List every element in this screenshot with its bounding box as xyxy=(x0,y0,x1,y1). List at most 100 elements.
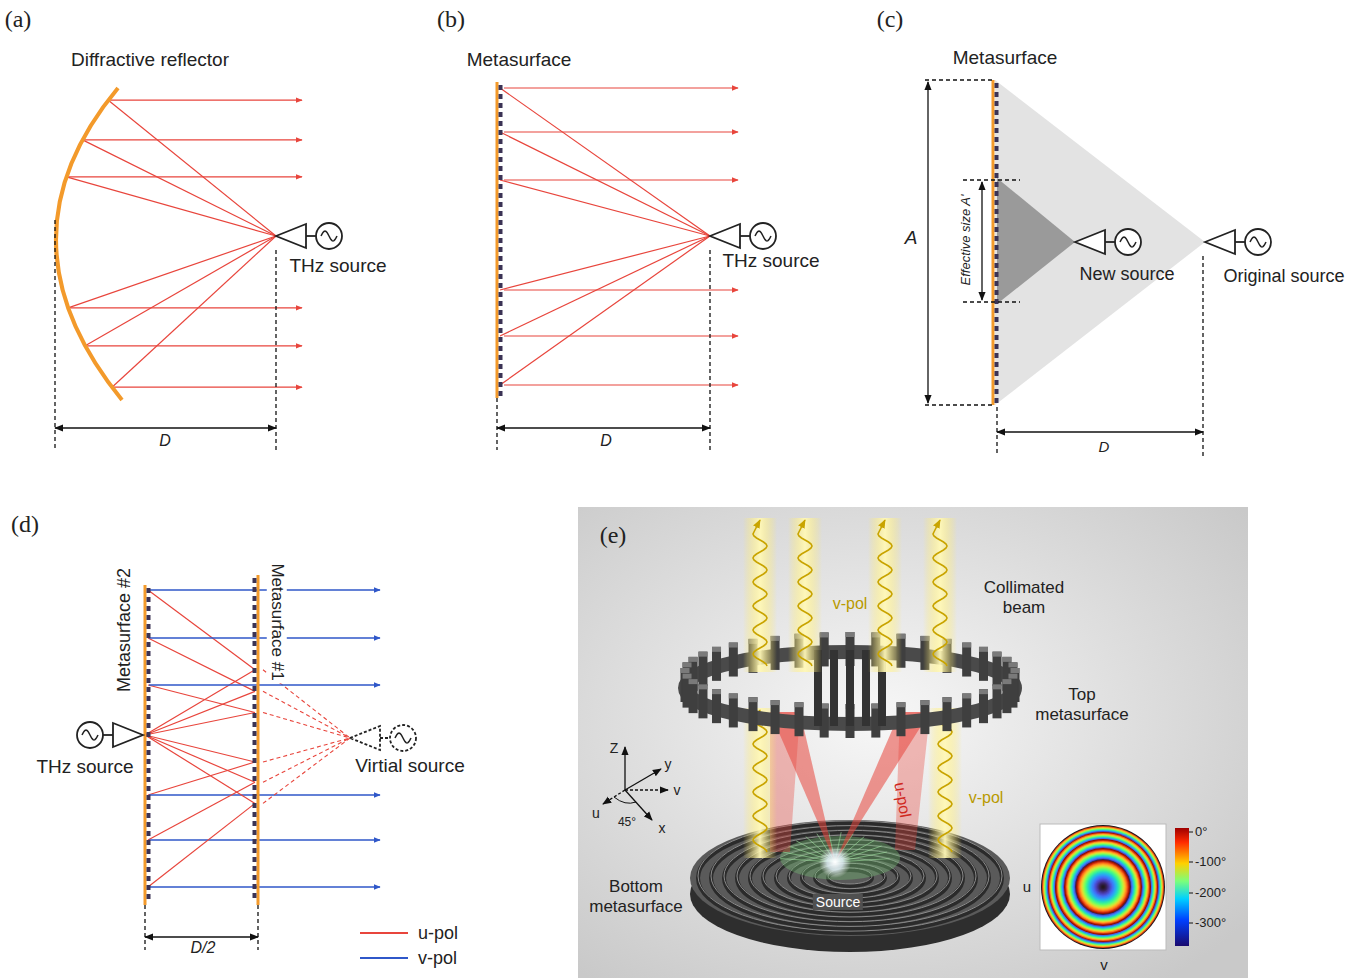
extension-line xyxy=(496,398,497,450)
panel-letter: (c) xyxy=(877,6,904,34)
ring-slat xyxy=(795,702,804,736)
light-beam xyxy=(788,518,822,672)
phase-ring xyxy=(1094,878,1112,896)
ray-line xyxy=(263,691,350,738)
meta-atom xyxy=(147,822,151,827)
meta-atom xyxy=(995,344,999,349)
ring-slat xyxy=(712,689,721,694)
beam-label: Collimated beam xyxy=(974,578,1074,617)
meta-atom xyxy=(499,364,503,369)
ray-line xyxy=(145,670,255,735)
coverage-cone xyxy=(997,178,1075,304)
axis-line xyxy=(624,747,625,790)
phase-ring xyxy=(1089,873,1117,901)
ring-slat xyxy=(962,693,971,727)
wave-curve xyxy=(753,710,767,852)
dimension-label: Effective size A' xyxy=(959,195,974,286)
meta-atom xyxy=(253,623,257,628)
meta-atom xyxy=(499,301,503,306)
ring-slat xyxy=(749,697,758,702)
meta-atom xyxy=(995,236,999,241)
meta-atom xyxy=(499,373,503,378)
source-symbol xyxy=(77,722,103,748)
meta-atom xyxy=(253,677,257,682)
dimension-label: A xyxy=(905,227,918,249)
ring-slat xyxy=(896,702,905,707)
ring-slat xyxy=(712,689,721,723)
light-beam xyxy=(923,518,957,672)
meta-atom xyxy=(995,200,999,205)
meta-atom xyxy=(253,794,257,799)
meta-atom xyxy=(995,182,999,187)
meta-atom xyxy=(253,875,257,880)
meta-atom xyxy=(499,139,503,144)
meta-atom xyxy=(499,256,503,261)
meta-atom xyxy=(499,265,503,270)
phase-ring xyxy=(1086,870,1120,904)
meta-atom xyxy=(499,328,503,333)
ring-slat xyxy=(920,700,929,705)
ray-line xyxy=(149,637,380,638)
phase-ring xyxy=(1067,851,1139,923)
sine-symbol xyxy=(321,231,337,241)
colorbar-label: 0° xyxy=(1195,825,1207,840)
dimension-arrow xyxy=(55,427,276,428)
extension-line xyxy=(709,250,710,450)
meta-atom xyxy=(253,893,257,898)
meta-atom xyxy=(147,858,151,863)
meta-atom xyxy=(995,173,999,178)
phase-ring xyxy=(1063,847,1143,927)
phase-ring xyxy=(1091,875,1115,899)
horn-antenna xyxy=(1205,230,1235,254)
meta-atom xyxy=(147,894,151,899)
phase-ring xyxy=(1080,864,1126,910)
ray-line xyxy=(500,236,710,385)
meta-atom xyxy=(499,229,503,234)
meta-atom xyxy=(253,587,257,592)
phase-ring xyxy=(1042,826,1164,948)
meta-atom xyxy=(253,686,257,691)
phase-ring xyxy=(1079,863,1127,911)
ray-line xyxy=(83,140,276,236)
ring-slat xyxy=(698,684,707,718)
ring-slat xyxy=(962,643,971,648)
extension-line xyxy=(275,250,276,450)
meta-atom xyxy=(995,191,999,196)
meta-atom xyxy=(499,391,503,396)
ring-slat xyxy=(712,647,721,681)
ray-line xyxy=(87,345,302,346)
dimension-arrow xyxy=(981,182,982,300)
phase-ring xyxy=(1046,830,1160,944)
phase-ring xyxy=(1081,865,1125,909)
ring-slat xyxy=(979,689,988,723)
ray-line xyxy=(504,87,738,88)
phase-ring xyxy=(1068,852,1138,922)
axis-label: y xyxy=(665,756,672,772)
ring-slat xyxy=(962,693,971,698)
phase-ring xyxy=(1083,867,1123,907)
meta-atom xyxy=(995,101,999,106)
meta-atom xyxy=(253,830,257,835)
meta-atom xyxy=(253,614,257,619)
meta-atom xyxy=(253,695,257,700)
meta-atom xyxy=(253,605,257,610)
meta-atom xyxy=(253,731,257,736)
meta-atom xyxy=(253,632,257,637)
ring-slat xyxy=(689,679,698,713)
meta-atom xyxy=(253,803,257,808)
ray-line xyxy=(85,236,276,346)
meta-atom xyxy=(499,85,503,90)
ray-line xyxy=(68,236,276,308)
dimension-arrow xyxy=(927,82,928,403)
meta-atom xyxy=(253,704,257,709)
source-label: THz source xyxy=(36,756,133,778)
metasurface-line xyxy=(496,82,499,398)
meta-atom xyxy=(253,713,257,718)
ring-slat xyxy=(749,697,758,731)
dimension-arrow xyxy=(145,936,258,937)
meta-atom xyxy=(253,740,257,745)
phase-ring xyxy=(1100,884,1106,890)
source-label: Source xyxy=(813,894,863,910)
phase-ring xyxy=(1052,836,1154,938)
